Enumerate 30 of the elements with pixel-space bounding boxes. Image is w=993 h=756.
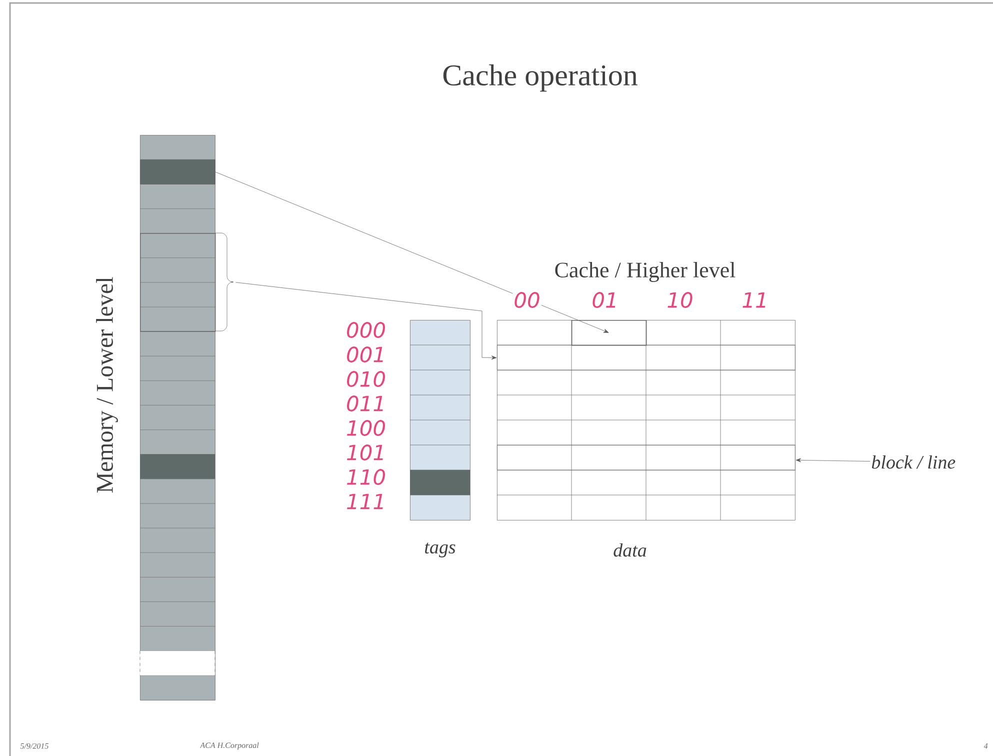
row-number: 000 (344, 321, 388, 339)
cache-heading: Cache / Higher level (555, 262, 736, 282)
row-number: 111 (344, 492, 388, 510)
date: 5/9/2015 (20, 743, 48, 749)
arrow (215, 172, 609, 333)
arrow (796, 458, 870, 462)
row-number: 010 (344, 370, 388, 388)
memory-block (140, 233, 216, 332)
cache-cell (572, 320, 647, 346)
row-number: 100 (344, 419, 388, 437)
tags-column (410, 320, 470, 520)
arrow (236, 282, 497, 360)
memory-column (140, 135, 216, 700)
cache-grid (496, 320, 796, 520)
column-label: data (614, 543, 646, 557)
column-label: tags (425, 542, 456, 558)
column-number: 01 (590, 291, 620, 309)
axis-title: Memory / Lower level (96, 277, 118, 493)
row-number: 011 (344, 394, 388, 412)
column-number: 10 (666, 291, 694, 309)
row-number: 001 (344, 346, 388, 364)
column-number: 11 (740, 291, 770, 309)
page-number: 4 (984, 743, 988, 749)
memory-block (140, 160, 216, 184)
row-number: 110 (344, 468, 388, 486)
row-number: 101 (344, 444, 388, 462)
callout-text: block / line (872, 455, 956, 469)
title: Cache operation (443, 64, 638, 92)
column-number: 00 (512, 291, 542, 309)
footer-text: ACA H.Corporaal (200, 742, 259, 750)
